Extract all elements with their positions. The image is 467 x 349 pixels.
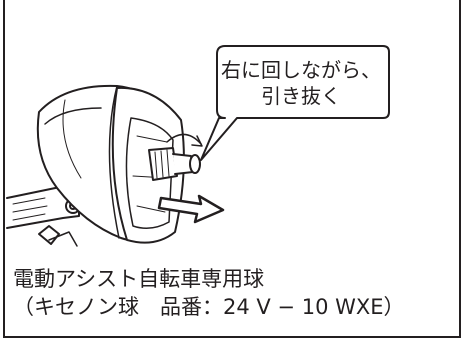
pull-out-arrow	[157, 194, 225, 224]
callout-line-1: 右に回しながら、	[221, 58, 381, 82]
callout-line-2: 引き抜く	[261, 84, 341, 108]
headlight-bulb-illustration	[6, 45, 390, 247]
caption-line-1: 電動アシスト自転車専用球	[13, 267, 265, 291]
callout-text: 右に回しながら、 引き抜く	[217, 46, 385, 118]
figure-frame: 右に回しながら、 引き抜く 電動アシスト自転車専用球 （キセノン球 品番：24 …	[3, 0, 461, 338]
caption-line-2: （キセノン球 品番：24 V − 10 WXE）	[13, 295, 405, 319]
bulb-socket	[148, 147, 178, 181]
caption: 電動アシスト自転車専用球 （キセノン球 品番：24 V − 10 WXE）	[13, 265, 461, 321]
callout-box	[200, 45, 390, 161]
rotate-arrow	[166, 133, 202, 145]
